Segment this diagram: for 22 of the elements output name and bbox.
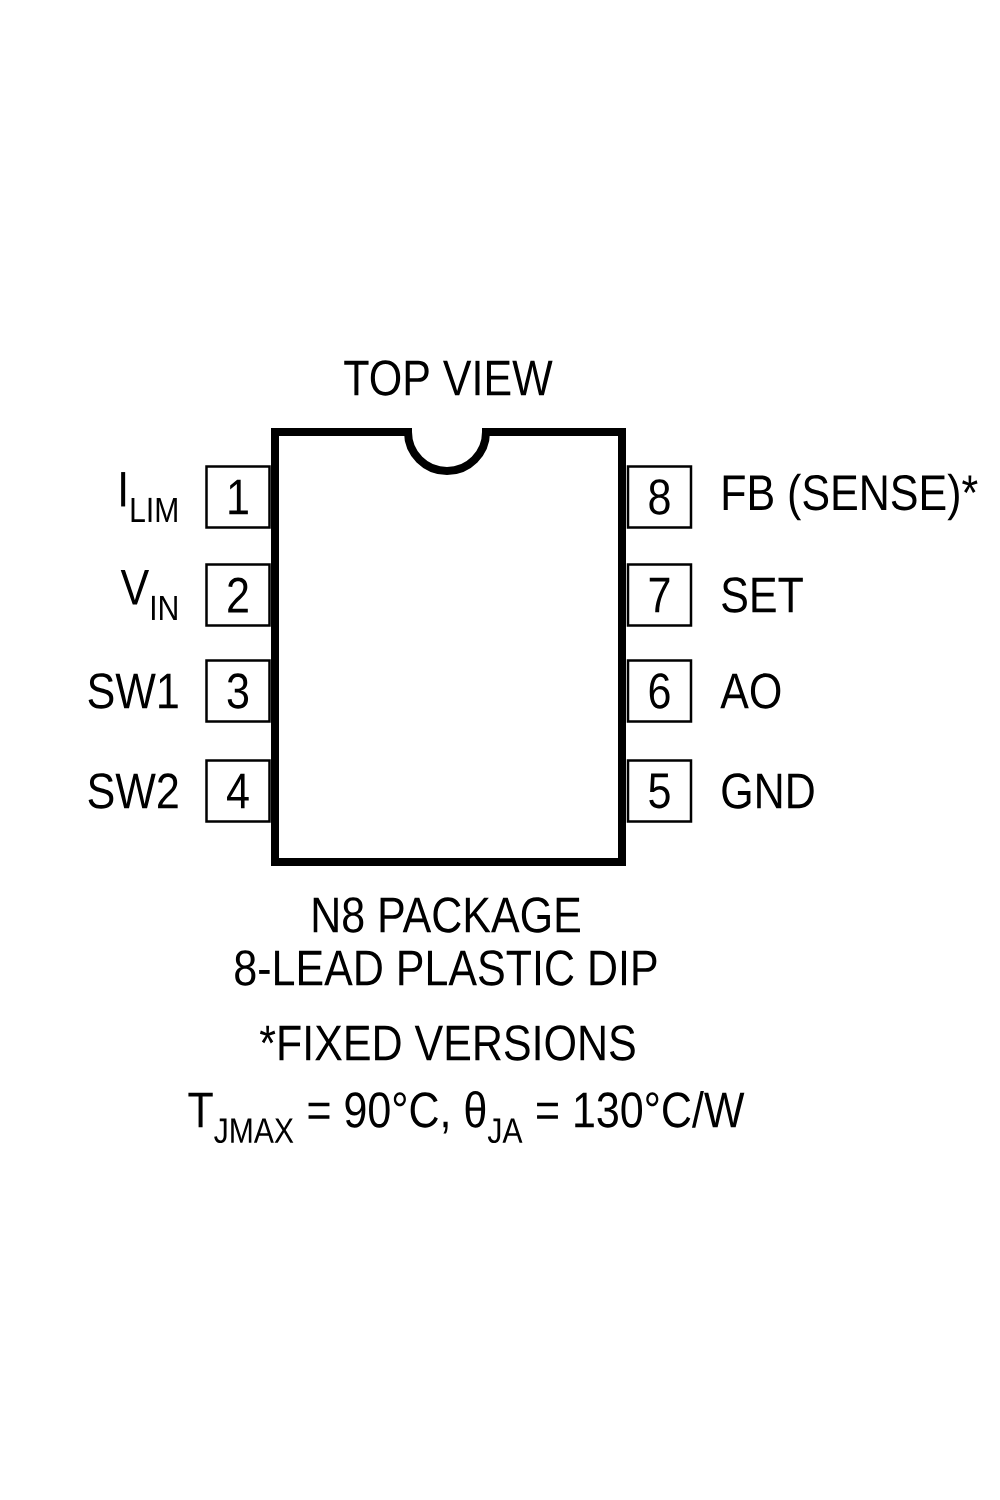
pin-label: GND — [722, 773, 814, 809]
chip-body-drawing — [271, 428, 626, 866]
title: TOP VIEW — [344, 360, 553, 396]
package-note: T$_{JMAX}$ = 90°C, θ$_{JA}$ = 130°C/W — [188, 1090, 745, 1144]
package-note: *FIXED VERSIONS — [259, 1025, 635, 1061]
pin-box: 3 — [205, 659, 271, 723]
pin-box: 2 — [205, 563, 271, 627]
pin-box: 7 — [626, 563, 693, 627]
package-note: N8 PACKAGE — [313, 897, 580, 933]
pin-label: FB (SENSE)* — [723, 473, 978, 521]
pin-label: V$_{IN}$ — [120, 570, 177, 620]
pin-box: 8 — [626, 465, 693, 529]
pin-label: AO — [720, 673, 781, 709]
pin-box: 5 — [626, 759, 693, 823]
package-note: 8-LEAD PLASTIC DIP — [235, 950, 657, 986]
pin-label: I$_{LIM}$ — [121, 472, 177, 522]
pin-label: SW2 — [88, 773, 178, 809]
pin-box: 1 — [205, 465, 271, 529]
pin-box: 4 — [205, 759, 271, 823]
pin-label: SW1 — [88, 673, 178, 709]
pin-box: 6 — [626, 659, 693, 723]
pin-label: SET — [722, 577, 803, 613]
